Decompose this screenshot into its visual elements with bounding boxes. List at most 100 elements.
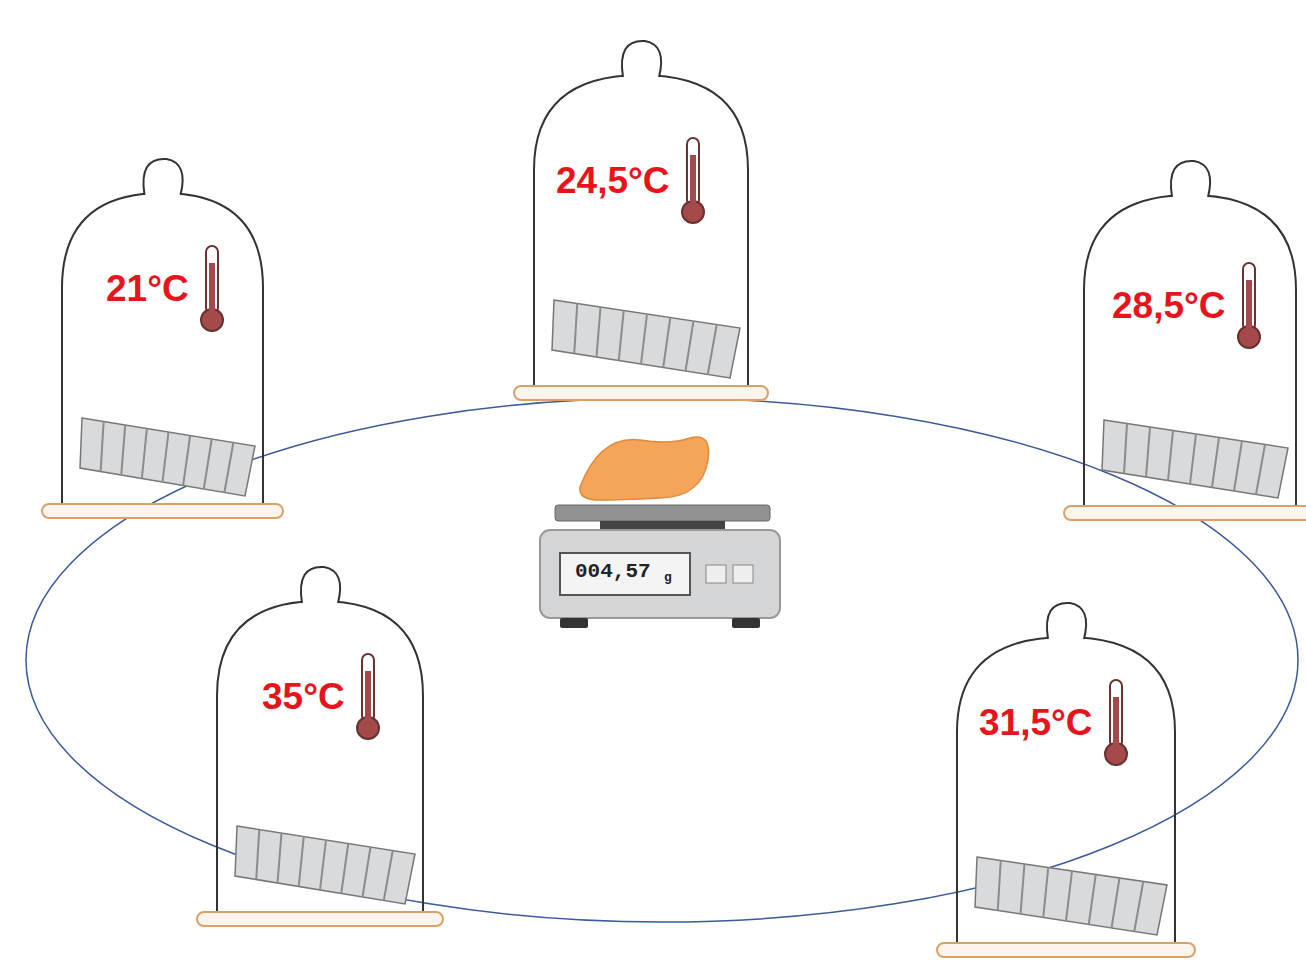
temperature-label: 31,5°C bbox=[979, 702, 1093, 744]
tray-divider bbox=[1212, 438, 1219, 488]
tray-divider bbox=[163, 432, 169, 482]
bell-jar-node: 24,5°C bbox=[512, 30, 770, 410]
jar-dome bbox=[957, 637, 1175, 947]
scale-reading: g bbox=[664, 570, 672, 585]
tray-divider bbox=[384, 851, 393, 901]
scale-reading: 004,57 bbox=[575, 560, 651, 583]
temperature-label: 24,5°C bbox=[556, 160, 670, 202]
tray-divider bbox=[1234, 441, 1242, 491]
tray-divider bbox=[1124, 424, 1127, 474]
jar-dome bbox=[217, 601, 423, 916]
thermometer-tube bbox=[687, 138, 699, 206]
tray-divider bbox=[1066, 871, 1072, 921]
tray-divider bbox=[708, 325, 717, 375]
temperature-row: 28,5°C bbox=[1112, 260, 1262, 352]
tray-divider bbox=[341, 844, 348, 894]
jar-base bbox=[197, 912, 443, 926]
bell-jar-node: 28,5°C bbox=[1062, 150, 1306, 530]
temperature-row: 24,5°C bbox=[556, 135, 706, 227]
scale-plate bbox=[555, 505, 770, 521]
tray bbox=[235, 826, 415, 904]
jar-base bbox=[42, 504, 283, 518]
ring-ellipse bbox=[26, 398, 1298, 922]
jar-knob bbox=[1171, 161, 1210, 197]
tray-divider bbox=[320, 840, 326, 890]
thermometer-icon bbox=[199, 243, 225, 335]
jar-base bbox=[937, 943, 1195, 957]
tray-divider bbox=[1089, 875, 1096, 925]
tray-divider bbox=[1021, 864, 1025, 914]
scale-foot bbox=[560, 618, 588, 628]
bell-jar bbox=[935, 592, 1197, 961]
scale-body bbox=[540, 530, 780, 618]
scale-foot bbox=[732, 618, 760, 628]
thermometer-icon bbox=[355, 651, 381, 743]
thermometer-tube bbox=[206, 246, 218, 314]
bell-jar-node: 35°C bbox=[195, 556, 445, 936]
tray-divider bbox=[998, 861, 1001, 911]
jar-knob bbox=[301, 567, 340, 603]
jar-knob bbox=[143, 159, 182, 195]
jar-base bbox=[514, 386, 768, 400]
tray-divider bbox=[121, 425, 125, 475]
tray-divider bbox=[1190, 434, 1196, 484]
thermometer-mercury bbox=[690, 155, 696, 207]
bean bbox=[580, 437, 709, 500]
tray-divider bbox=[1146, 427, 1150, 477]
tray-divider bbox=[1134, 882, 1143, 932]
thermometer-mercury bbox=[1246, 280, 1252, 332]
tray bbox=[975, 857, 1167, 935]
tray-divider bbox=[224, 443, 233, 493]
bell-jar bbox=[195, 556, 445, 936]
tray-divider bbox=[1168, 431, 1173, 481]
scale bbox=[540, 437, 780, 628]
jar-base bbox=[1064, 506, 1306, 520]
thermometer-mercury bbox=[209, 263, 215, 315]
tray-divider bbox=[641, 314, 647, 364]
tray-divider bbox=[663, 318, 670, 368]
tray-divider bbox=[183, 436, 190, 486]
tray-divider bbox=[299, 837, 304, 887]
thermometer-icon bbox=[1103, 677, 1129, 769]
bell-jar-node: 21°C bbox=[40, 148, 285, 528]
temperature-label: 35°C bbox=[262, 676, 345, 718]
tray-divider bbox=[101, 422, 104, 472]
tray-divider bbox=[686, 321, 694, 371]
tray bbox=[552, 300, 740, 378]
temperature-row: 21°C bbox=[106, 243, 225, 335]
jar-knob bbox=[622, 41, 661, 77]
temperature-row: 35°C bbox=[262, 651, 381, 743]
tray-divider bbox=[1256, 445, 1265, 495]
tray-divider bbox=[363, 847, 371, 897]
temperature-row: 31,5°C bbox=[979, 677, 1129, 769]
bell-jar-node: 31,5°C bbox=[935, 592, 1197, 961]
bell-jar bbox=[1062, 150, 1306, 530]
tray-divider bbox=[597, 307, 601, 357]
tray bbox=[1102, 420, 1288, 498]
tray-divider bbox=[1043, 868, 1048, 918]
scale-button bbox=[706, 565, 726, 583]
tray-divider bbox=[256, 830, 259, 880]
tray-divider bbox=[619, 311, 624, 361]
temperature-label: 28,5°C bbox=[1112, 285, 1226, 327]
temperature-label: 21°C bbox=[106, 268, 189, 310]
thermometer-tube bbox=[362, 654, 374, 722]
tray-divider bbox=[574, 304, 577, 354]
thermometer-tube bbox=[1243, 263, 1255, 331]
jar-knob bbox=[1047, 603, 1086, 639]
tray-divider bbox=[1112, 878, 1120, 928]
tray-divider bbox=[278, 833, 282, 883]
tray-divider bbox=[204, 439, 212, 489]
scale-button bbox=[733, 565, 753, 583]
jar-dome bbox=[534, 75, 748, 390]
jar-dome bbox=[1084, 195, 1296, 510]
scale-display bbox=[560, 553, 690, 595]
bell-jar bbox=[40, 148, 285, 528]
thermometer-tube bbox=[1110, 680, 1122, 748]
jar-dome bbox=[62, 193, 263, 508]
tray bbox=[80, 418, 255, 496]
tray-divider bbox=[142, 429, 147, 479]
thermometer-icon bbox=[680, 135, 706, 227]
bell-jar bbox=[512, 30, 770, 410]
